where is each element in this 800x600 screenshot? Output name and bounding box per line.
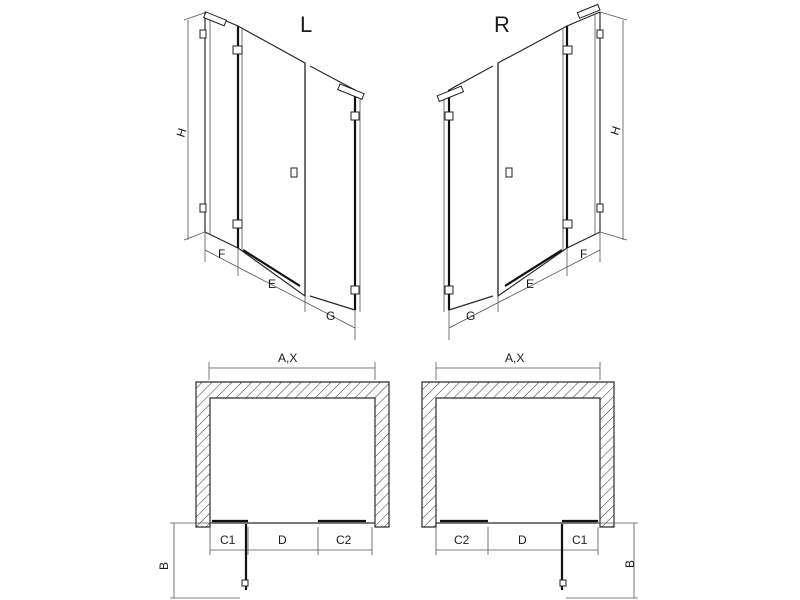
left-g-label: G xyxy=(326,309,335,323)
left-isometric-view: L H xyxy=(174,11,365,340)
door-handle-icon xyxy=(290,167,298,178)
right-plan-c1-label: C1 xyxy=(572,533,588,547)
left-height-label: H xyxy=(174,126,190,139)
wall-hinge-icon xyxy=(596,203,604,213)
right-door-panel xyxy=(497,25,573,298)
wall-hinge-icon xyxy=(199,29,207,39)
left-side-label: L xyxy=(300,12,312,37)
left-plan-c2-label: C2 xyxy=(336,533,352,547)
left-height-dimension: H xyxy=(174,11,208,241)
wall-bracket-icon xyxy=(203,11,228,27)
left-width-dimensions: F E G xyxy=(204,232,356,340)
left-plan-wall xyxy=(195,381,390,528)
right-plan-d-label: D xyxy=(518,533,527,547)
door-handle-icon xyxy=(559,579,567,587)
left-plan-view: A,X C1 D C2 B xyxy=(157,351,390,599)
right-return-panel xyxy=(436,63,499,312)
panel-clamp-icon xyxy=(350,111,360,121)
left-door-panel xyxy=(232,25,306,298)
panel-clamp-icon xyxy=(444,111,454,121)
door-hinge-icon xyxy=(562,45,573,55)
right-plan-c2-label: C2 xyxy=(454,533,470,547)
door-hinge-icon xyxy=(562,219,573,229)
wall-bracket-icon xyxy=(576,3,601,19)
left-e-label: E xyxy=(268,277,276,291)
left-f-label: F xyxy=(218,247,225,261)
right-height-label: H xyxy=(608,124,624,137)
stabilizer-bar-icon xyxy=(436,85,465,103)
right-fixed-panel xyxy=(566,3,604,249)
wall-hinge-icon xyxy=(596,29,604,39)
left-plan-c1-label: C1 xyxy=(220,533,236,547)
panel-clamp-icon xyxy=(444,285,454,295)
door-handle-icon xyxy=(505,167,513,178)
right-plan-wall xyxy=(421,381,615,528)
right-g-label: G xyxy=(466,309,475,323)
left-plan-d-label: D xyxy=(278,533,287,547)
panel-clamp-icon xyxy=(350,285,360,295)
right-plan-top-label: A,X xyxy=(505,351,524,365)
right-e-label: E xyxy=(526,277,534,291)
right-side-label: R xyxy=(494,12,510,37)
left-plan-top-label: A,X xyxy=(278,351,297,365)
stabilizer-bar-icon xyxy=(337,83,365,100)
right-f-label: F xyxy=(580,247,587,261)
door-handle-icon xyxy=(241,579,249,587)
right-isometric-view: R H xyxy=(436,3,628,340)
right-plan-depth-label: B xyxy=(623,560,637,568)
wall-hinge-icon xyxy=(199,203,207,213)
door-hinge-icon xyxy=(232,45,243,55)
right-width-dimensions: F E G xyxy=(448,232,601,340)
left-plan-depth-label: B xyxy=(157,562,171,570)
right-height-dimension: H xyxy=(599,11,628,241)
left-return-panel xyxy=(304,63,365,312)
door-hinge-icon xyxy=(232,219,243,229)
left-fixed-panel xyxy=(199,11,239,249)
right-plan-view: A,X C2 D C1 B xyxy=(421,351,638,599)
